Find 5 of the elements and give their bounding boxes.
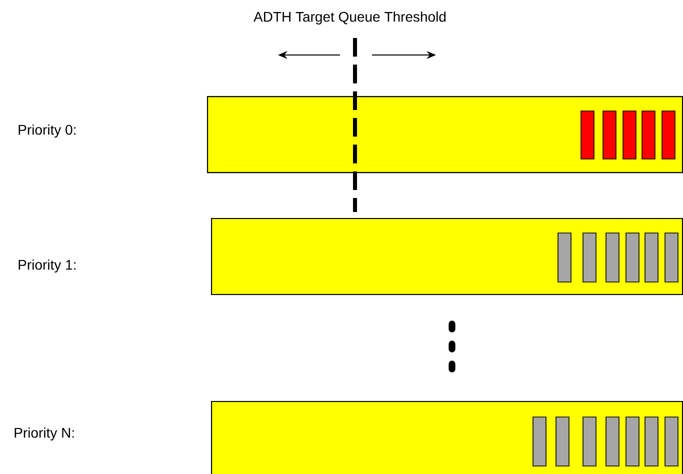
queue-bar	[207, 96, 683, 174]
title: ADTH Target Queue Threshold	[254, 11, 446, 25]
priority-label: Priority N:	[14, 427, 74, 441]
priority-label: Priority 1:	[18, 259, 76, 273]
priority-label: Priority 0:	[18, 124, 76, 138]
